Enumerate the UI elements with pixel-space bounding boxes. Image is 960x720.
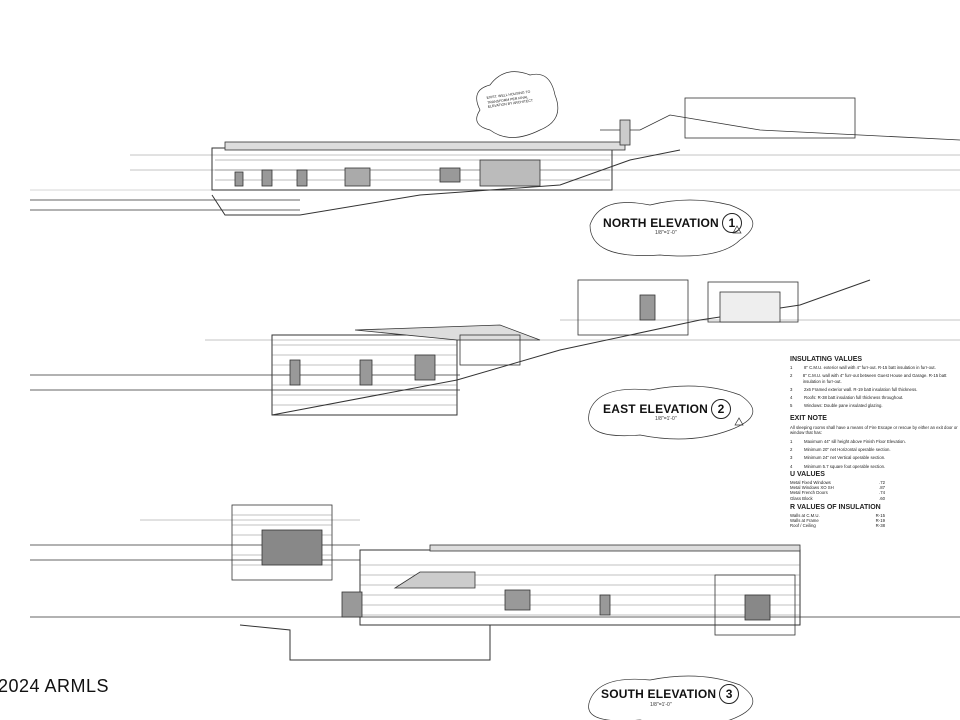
exit-note-intro: All sleeping rooms shall have a means of…	[790, 424, 958, 435]
note-item: 2 8" C.M.U. wall with 4" furr-out between…	[790, 373, 958, 383]
value-cell: Metal Windows XO SH	[790, 485, 834, 491]
value-cell: R-19	[875, 518, 885, 524]
value-cell: .72	[879, 480, 885, 486]
note-text: 4	[790, 463, 793, 469]
north-elevation-scale: 1/8"=1'-0"	[655, 230, 677, 236]
value-cell: R-38	[875, 523, 885, 529]
east-elevation-label: EAST ELEVATION	[603, 402, 709, 416]
u-values-heading: U VALUES	[790, 470, 825, 478]
general-notes: INSULATING VALUES 1 8" C.M.U. exterior wa…	[790, 355, 958, 529]
note-text: 8" C.M.U. exterior wall with 4" furr-out…	[804, 365, 936, 371]
note-text: 8" C.M.U. wall with 4" furr-out between …	[802, 373, 947, 384]
note-text: Minimum 5.7 square foot operable section…	[804, 463, 886, 469]
note-item: 3 Minimum 24" net Vertical operable secti…	[790, 455, 958, 460]
value-row: Walls at Frame R-19	[790, 518, 885, 523]
r-values-heading: R VALUES OF INSULATION	[790, 503, 881, 511]
insulating-values-list: 1 8" C.M.U. exterior wall with 4" furr-ou…	[790, 365, 958, 408]
value-cell: .74	[879, 490, 885, 496]
value-row: Metal Windows XO SH .87	[790, 485, 885, 490]
note-item: 2 Minimum 20" net Horizontal operable sec…	[790, 447, 958, 452]
south-elevation-drawing	[30, 504, 960, 720]
note-text: 2x6 Framed exterior wall. R-19 batt insu…	[804, 386, 918, 392]
value-cell: Glass Block	[790, 495, 813, 501]
exit-note-heading: EXIT NOTE	[790, 415, 827, 423]
east-elevation-scale: 1/8"=1'-0"	[655, 416, 677, 422]
south-elevation-number: 3	[719, 684, 740, 704]
value-cell: Metal French Doors	[790, 490, 828, 496]
value-cell: Roof / Ceiling	[790, 523, 816, 529]
note-text: 5	[790, 403, 793, 409]
note-item: 1 Maximum 44" sill height above Finish Fl…	[790, 439, 958, 444]
north-elevation-drawing	[30, 71, 960, 257]
note-text: 2	[790, 447, 793, 453]
value-row: Metal Fixed Windows .72	[790, 480, 885, 485]
note-text: 3	[790, 455, 793, 461]
note-text: 3	[790, 386, 793, 392]
note-text: 4	[790, 395, 793, 401]
value-row: Metal French Doors .74	[790, 490, 885, 495]
note-item: 1 8" C.M.U. exterior wall with 4" furr-ou…	[790, 365, 958, 370]
copyright-watermark: 2024 ARMLS	[0, 676, 110, 696]
note-text: 1	[790, 439, 793, 445]
note-item: 4 Roofs: R-38 batt insulation full thickn…	[790, 395, 958, 400]
east-elevation-drawing	[30, 279, 960, 440]
note-text: Minimum 20" net Horizontal operable sect…	[804, 447, 891, 453]
value-cell: .87	[879, 485, 885, 491]
value-row: Walls at C.M.U. R-15	[790, 513, 885, 518]
note-text: Maximum 44" sill height above Finish Flo…	[804, 439, 906, 445]
note-text: Minimum 24" net Vertical operable sectio…	[804, 455, 886, 461]
note-text: Roofs: R-38 batt insulation full thickne…	[804, 395, 904, 401]
value-cell: Metal Fixed Windows	[790, 480, 831, 486]
value-row: Roof / Ceiling R-38	[790, 523, 885, 528]
insulating-values-heading: INSULATING VALUES	[790, 356, 863, 363]
note-text: Windows: Double pane insulated glazing.	[804, 403, 883, 409]
value-cell: R-15	[875, 513, 885, 519]
note-item: 5 Windows: Double pane insulated glazing.	[790, 403, 958, 408]
note-text: 1	[790, 365, 793, 371]
value-cell: Walls at C.M.U.	[790, 513, 820, 519]
east-elevation-number: 2	[711, 399, 732, 419]
north-elevation-label: NORTH ELEVATION	[603, 216, 719, 230]
note-item: 4 Minimum 5.7 square foot operable sectio…	[790, 464, 958, 469]
south-elevation-scale: 1/8"=1'-0"	[650, 702, 672, 708]
exit-note-list: 1 Maximum 44" sill height above Finish Fl…	[790, 439, 958, 469]
value-cell: Walls at Frame	[790, 518, 819, 524]
north-elevation-number: 1	[721, 213, 742, 233]
value-cell: .60	[879, 495, 885, 501]
note-text: 2	[790, 373, 793, 379]
south-elevation-label: SOUTH ELEVATION	[601, 687, 717, 701]
note-item: 3 2x6 Framed exterior wall. R-19 batt ins…	[790, 387, 958, 392]
value-row: Glass Block .60	[790, 496, 885, 501]
